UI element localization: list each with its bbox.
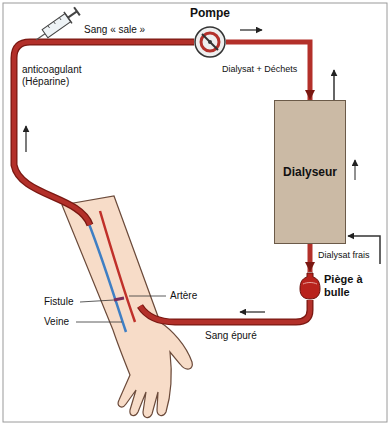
tube <box>14 42 194 225</box>
dialyzer-box: Dialyseur <box>274 100 346 244</box>
dialysate-out <box>333 70 335 100</box>
flow-arrow <box>240 311 265 312</box>
part-label: Veine <box>44 316 69 328</box>
part-label: Fistule <box>44 296 73 308</box>
artery <box>100 211 135 322</box>
flow-label: Sang « sale » <box>84 24 145 36</box>
pump: Pompe <box>186 6 234 60</box>
bag-level <box>303 283 317 285</box>
tube <box>140 300 310 322</box>
tube <box>140 300 310 322</box>
leader-line <box>76 322 122 323</box>
arm <box>62 196 192 418</box>
flow-label: Dialysat frais <box>318 250 370 260</box>
flow-label: Sang épuré <box>205 330 257 342</box>
part-label: Artère <box>170 290 197 302</box>
leader-line <box>80 300 114 302</box>
node-title: Dialyseur <box>283 165 337 179</box>
flow-arrow <box>240 29 262 30</box>
flow-arrow <box>25 126 26 152</box>
drug-label: anticoagulant (Héparine) <box>22 64 102 87</box>
frame <box>3 3 387 422</box>
leader-line <box>129 296 166 297</box>
tube <box>14 42 194 225</box>
bag-outline <box>300 273 320 299</box>
syringe <box>32 6 81 46</box>
bubble-trap: Piège à bulle <box>299 272 371 300</box>
pump-rotor <box>194 26 226 58</box>
pump-housing <box>195 27 225 57</box>
flow-arrow <box>355 160 356 180</box>
flow-label: Dialysat + Déchets <box>222 64 297 74</box>
fistula <box>114 298 124 300</box>
node-title: Pompe <box>186 6 234 20</box>
blood-tube <box>308 244 313 272</box>
bubble-trap-bag <box>299 272 321 300</box>
pump-roller-arm <box>202 34 218 50</box>
pump-tube <box>201 33 219 51</box>
node-title: Piège à bulle <box>324 273 370 299</box>
pump-axis <box>208 40 212 44</box>
